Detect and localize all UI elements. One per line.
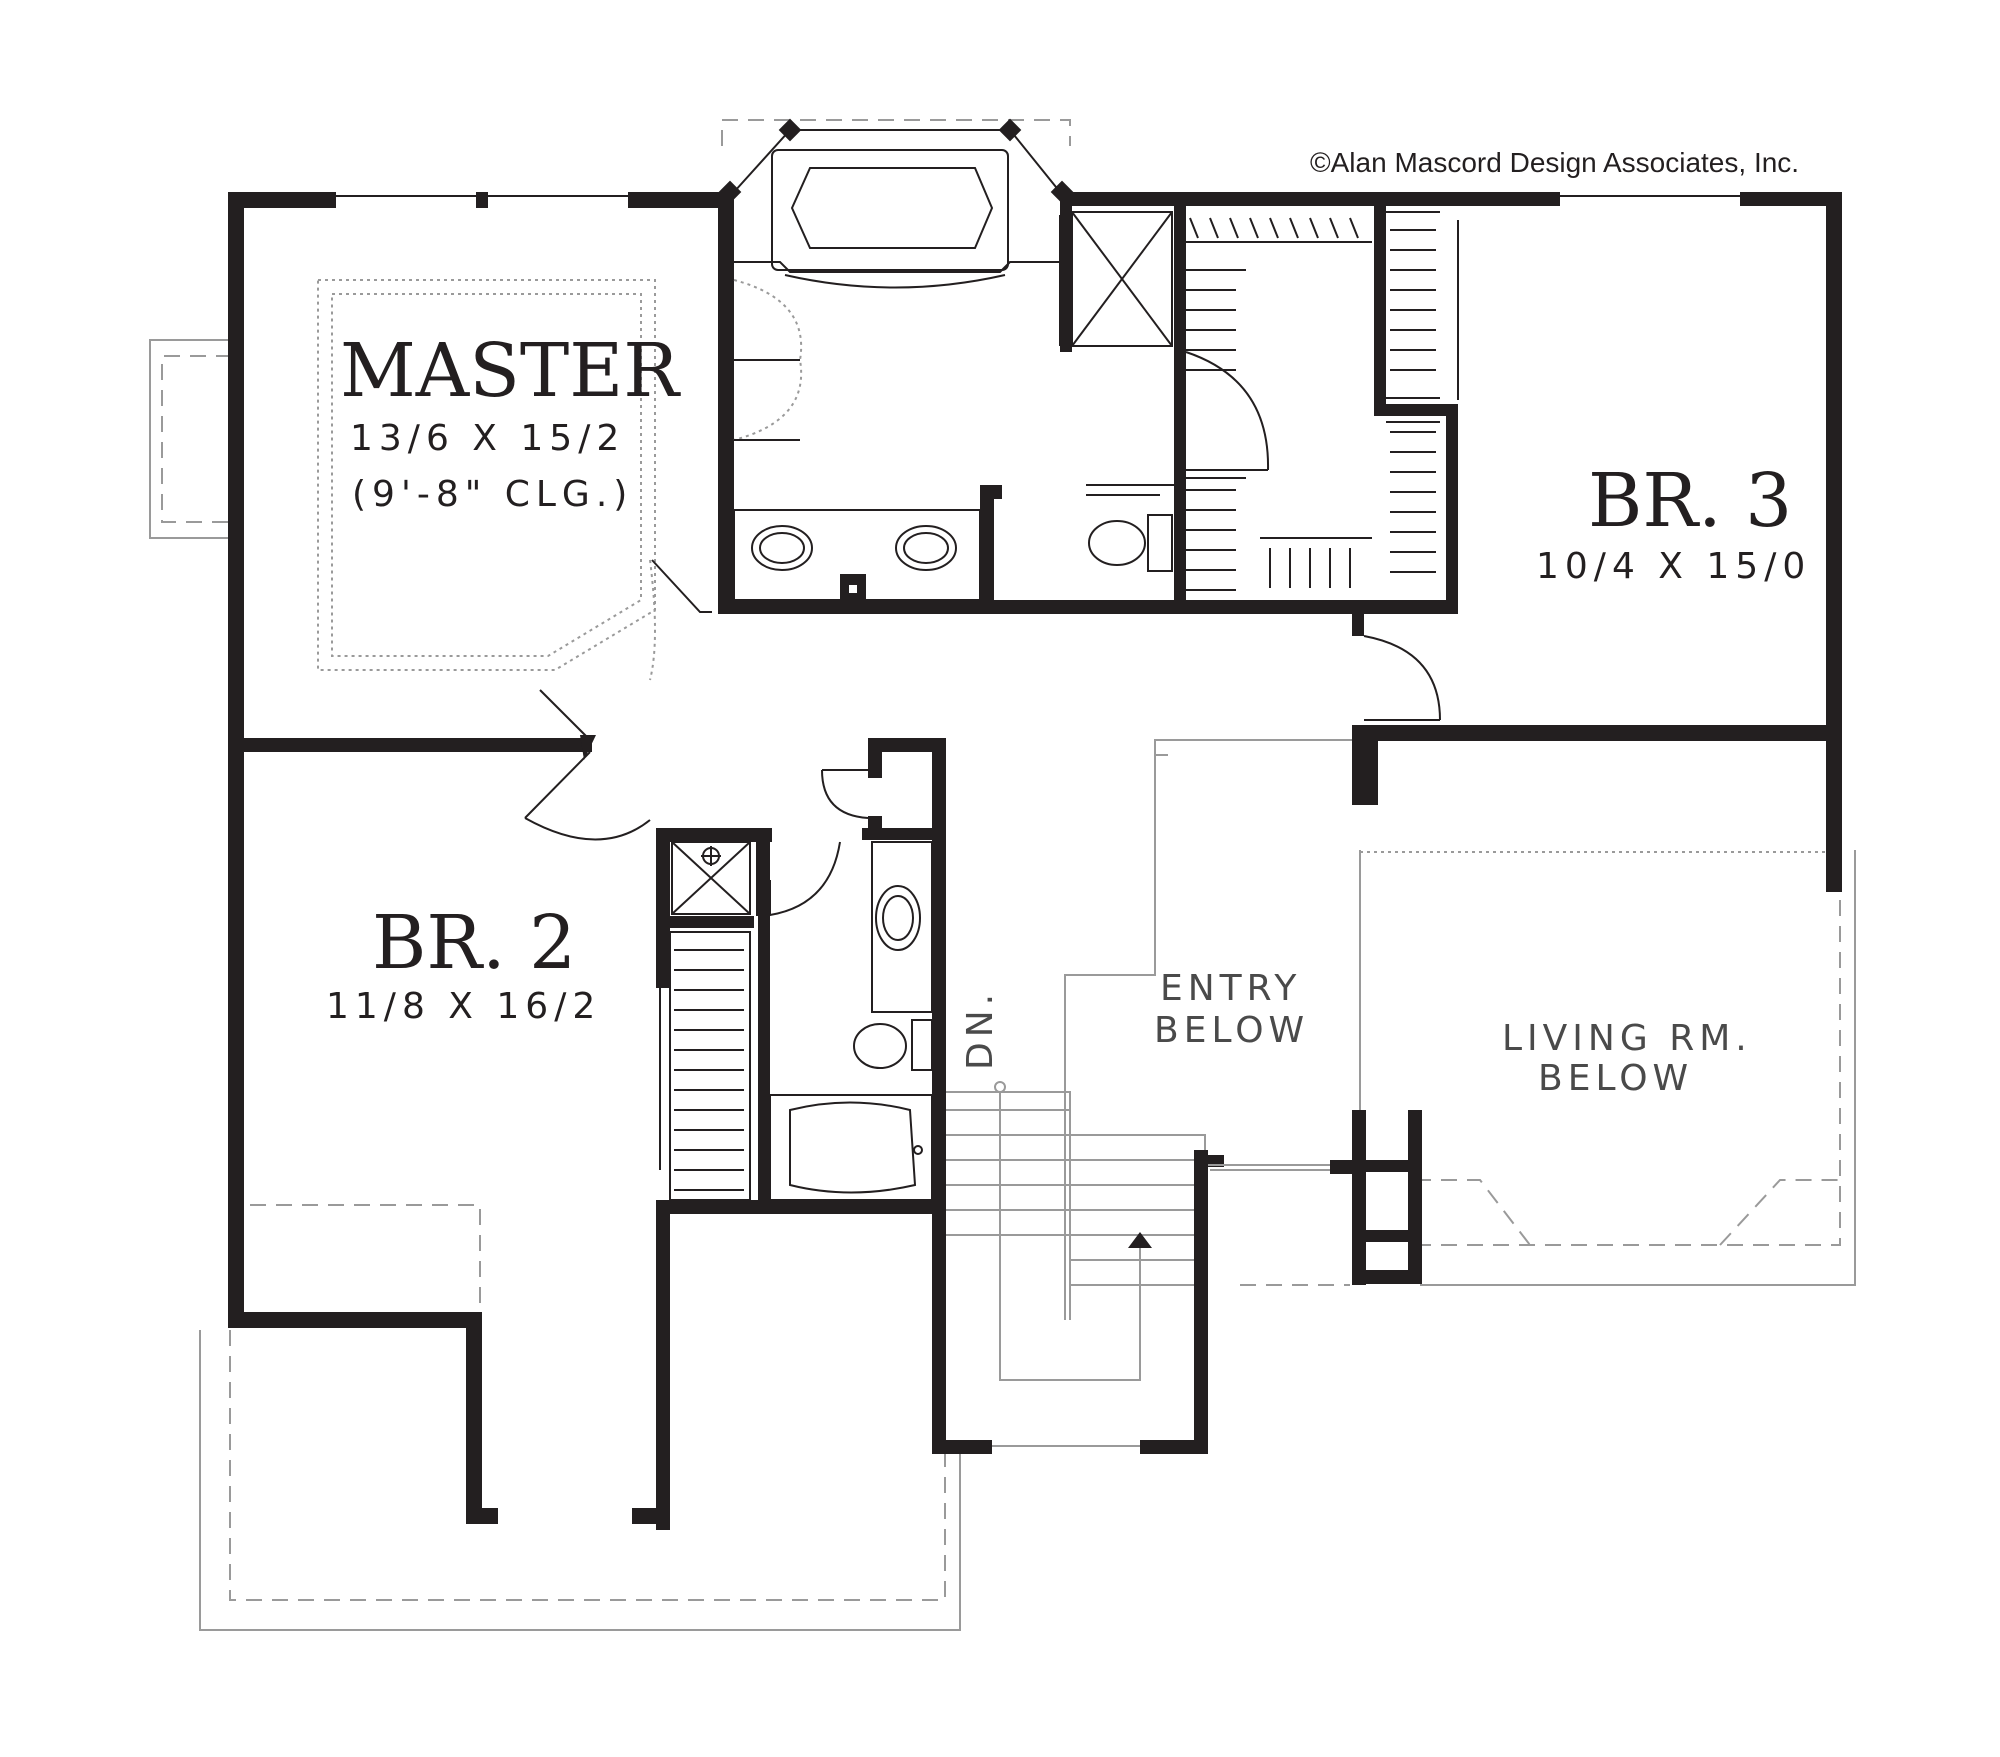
entry-below-line2: BELOW: [1154, 1010, 1309, 1051]
entry-below-label: ENTRY BELOW: [1154, 968, 1309, 1051]
copyright-text: ©Alan Mascord Design Associates, Inc.: [1310, 147, 1799, 178]
overhang-outlines: [149, 119, 1856, 1631]
stair-down-label: DN.: [960, 989, 1001, 1070]
fixtures: [336, 118, 1740, 1447]
room-dims-br2: 11/8 X 16/2: [326, 986, 601, 1027]
room-label-br3: BR. 3 10/4 X 15/0: [1536, 458, 1811, 587]
room-dims-br3: 10/4 X 15/0: [1536, 546, 1811, 587]
room-name-br3: BR. 3: [1588, 458, 1792, 544]
room-label-br2: BR. 2 11/8 X 16/2: [326, 900, 601, 1027]
room-dims-master: 13/6 X 15/2: [350, 418, 625, 459]
living-below-line1: LIVING RM.: [1502, 1018, 1752, 1059]
room-label-master: MASTER 13/6 X 15/2 (9'-8" CLG.): [340, 328, 681, 515]
room-name-br2: BR. 2: [372, 900, 576, 986]
living-below-line2: BELOW: [1538, 1058, 1693, 1099]
room-ceiling-master: (9'-8" CLG.): [352, 474, 633, 515]
entry-below-line1: ENTRY: [1160, 968, 1301, 1009]
room-name-master: MASTER: [340, 328, 681, 414]
living-below-label: LIVING RM. BELOW: [1502, 1018, 1752, 1099]
walls: [228, 192, 1842, 1530]
